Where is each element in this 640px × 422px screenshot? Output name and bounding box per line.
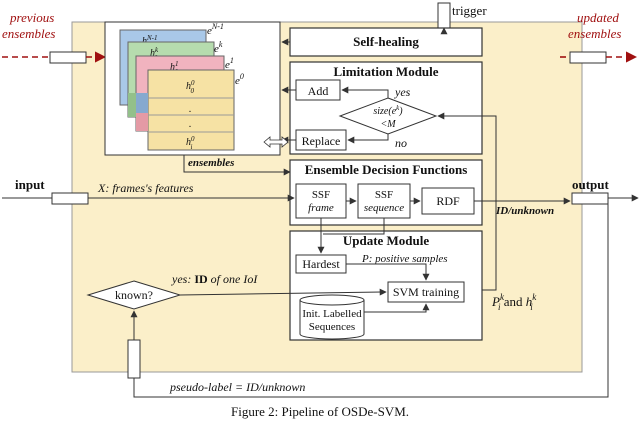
id-unknown-label: ID/unknown [495, 205, 554, 217]
ensembles-to-decision-arrow [183, 155, 291, 176]
trigger-label: trigger [452, 3, 487, 18]
updated-ensembles-port [569, 51, 607, 64]
limitation-module-title: Limitation Module [333, 64, 438, 79]
ensemble-label-e-n-1: eN-1 [207, 22, 224, 37]
figure-caption: Figure 2: Pipeline of OSDe-SVM. [231, 404, 409, 419]
size-condition-label-2: <M [380, 119, 396, 130]
hardest-label: Hardest [302, 257, 340, 271]
yes-id-label: yes: ID of one IoI [171, 272, 258, 286]
add-label: Add [308, 84, 329, 98]
svg-text:.: . [189, 104, 192, 115]
pseudo-label-loop [133, 201, 609, 398]
svm-training-label: SVM training [393, 285, 459, 299]
ensemble-label-e-1: e1 [225, 56, 234, 71]
previous-ensembles-port [49, 51, 87, 64]
output-port [571, 192, 609, 205]
init-labelled-sequences-db [299, 300, 365, 340]
replace-label: Replace [302, 134, 341, 148]
svg-text:.: . [189, 119, 192, 130]
self-healing-box [289, 27, 483, 57]
positive-samples-label: P: positive samples [361, 253, 448, 265]
self-healing-label: Self-healing [353, 34, 419, 49]
known-diamond [86, 280, 182, 310]
frames-features-label: X: frames's features [97, 181, 194, 195]
output-label: output [572, 177, 610, 192]
update-module-title: Update Module [343, 233, 430, 248]
ssf-sequence-box [357, 183, 411, 219]
svm-training-box [387, 281, 465, 303]
store-module-double-arrow [263, 136, 289, 148]
known-label: known? [115, 288, 153, 302]
size-condition-label: size(ek) [373, 104, 403, 117]
ensembles-label: ensembles [188, 157, 234, 169]
pseudo-label-text: pseudo-label = ID/unknown [169, 380, 305, 394]
no-label: no [395, 136, 407, 150]
trigger-port [437, 2, 451, 32]
rdf-label: RDF [436, 194, 460, 208]
pseudo-label-port [127, 339, 141, 379]
input-label: input [15, 177, 45, 192]
ensemble-label-e-k: ek [214, 40, 223, 55]
input-port [51, 192, 89, 205]
ensemble-label-e-0: e0 [235, 72, 244, 87]
yes-label: yes [394, 85, 411, 99]
ensemble-decision-functions-title: Ensemble Decision Functions [305, 162, 468, 177]
